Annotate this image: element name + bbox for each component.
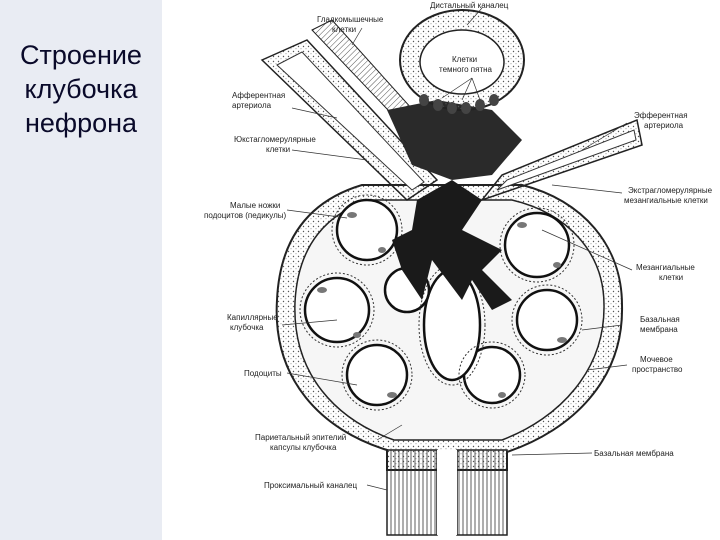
capillary-loop (347, 345, 407, 405)
label-parietal-2: капсулы клубочка (270, 443, 337, 452)
capillary-loop (305, 278, 369, 342)
label-jg-1: Юкстагломерулярные (234, 135, 316, 144)
label-basement-1: Базальная (640, 315, 680, 324)
slide-title-line-2: клубочка (0, 72, 162, 106)
slide-title: Строение клубочка нефрона (0, 38, 162, 140)
label-macula-densa-1: Клетки (452, 55, 477, 64)
label-macula-densa-2: темного пятна (439, 65, 493, 74)
label-basement-membrane: Базальная мембрана (594, 449, 674, 458)
label-efferent-1: Эфферентная (634, 111, 688, 120)
capillary-loop (517, 290, 577, 350)
glomerulus-svg: Дистальный каналец Гладкомышечные клетки… (162, 0, 720, 540)
proximal-tubule (387, 450, 507, 535)
label-parietal-1: Париетальный эпителий (255, 433, 346, 442)
label-distal-tubule: Дистальный каналец (430, 1, 509, 10)
label-basement-2: мембрана (640, 325, 678, 334)
label-podocyte-feet-1: Малые ножки (230, 201, 280, 210)
label-afferent-1: Афферентная (232, 91, 285, 100)
glomerulus-diagram: Дистальный каналец Гладкомышечные клетки… (162, 0, 720, 540)
label-capillary-loop-1: Капиллярные (227, 313, 278, 322)
label-smooth-muscle-2: клетки (332, 25, 356, 34)
label-proximal-tubule: Проксимальный каналец (264, 481, 357, 490)
label-urinary-1: Мочевое (640, 355, 673, 364)
slide-title-line-1: Строение (0, 38, 162, 72)
label-mesangial-1: Мезангиальные (636, 263, 695, 272)
label-urinary-2: пространство (632, 365, 683, 374)
label-smooth-muscle-1: Гладкомышечные (317, 15, 384, 24)
label-extra-mes-1: Экстрагломерулярные (628, 186, 713, 195)
slide-title-line-3: нефрона (0, 106, 162, 140)
capillary-loop (505, 213, 569, 277)
label-podocyte-feet-2: подоцитов (педикулы) (204, 211, 287, 220)
label-afferent-2: артериола (232, 101, 272, 110)
capillary-loop (337, 200, 397, 260)
label-jg-2: клетки (266, 145, 290, 154)
label-podocytes: Подоциты (244, 369, 282, 378)
label-mesangial-2: клетки (659, 273, 683, 282)
label-capillary-loop-2: клубочка (230, 323, 264, 332)
label-efferent-2: артериола (644, 121, 684, 130)
label-extra-mes-2: мезангиальные клетки (624, 196, 708, 205)
